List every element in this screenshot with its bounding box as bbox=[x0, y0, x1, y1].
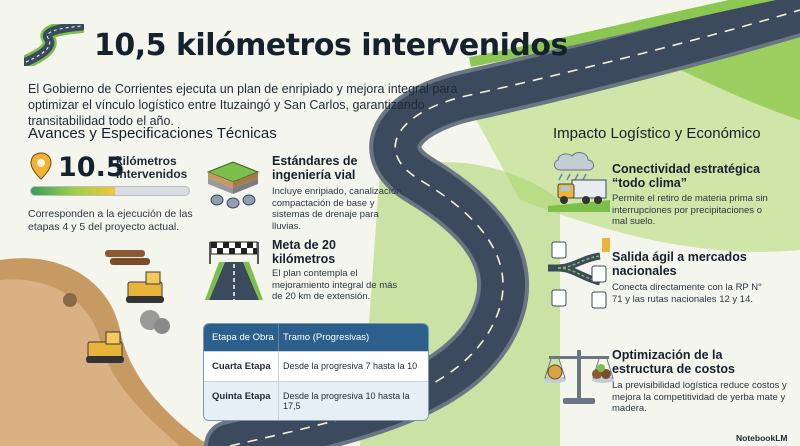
location-pin-icon bbox=[30, 152, 52, 180]
road-logo-icon bbox=[24, 24, 84, 66]
goal-title: Meta de 20 kilómetros bbox=[272, 238, 336, 266]
km-value: 10.5 bbox=[58, 152, 125, 183]
impact-text-markets: Conecta directamente con la RP N° 71 y l… bbox=[612, 282, 762, 305]
section-heading-impacto: Impacto Logístico y Económico bbox=[553, 125, 761, 142]
balance-scale-icon bbox=[544, 350, 614, 404]
table-row: Cuarta Etapa Desde la progresiva 7 hasta… bbox=[204, 351, 428, 381]
section-heading-avances: Avances y Especificaciones Técnicas bbox=[28, 125, 277, 142]
impact-text-connectivity: Permite el retiro de materia prima sin i… bbox=[612, 193, 768, 227]
table-header-section: Tramo (Progresivas) bbox=[278, 324, 428, 351]
road-junction-signs-icon bbox=[548, 238, 610, 309]
truck-rain-icon bbox=[548, 152, 610, 212]
table-cell-stage: Quinta Etapa bbox=[212, 391, 271, 402]
standards-text: Incluye enripiado, canalización, compact… bbox=[272, 186, 405, 232]
table-cell-section: Desde la progresiva 10 hasta la 17,5 bbox=[278, 382, 428, 420]
table-cell-stage: Cuarta Etapa bbox=[212, 361, 271, 372]
table-row: Quinta Etapa Desde la progresiva 10 hast… bbox=[204, 381, 428, 420]
road-layers-icon bbox=[206, 161, 260, 209]
table-header-row: Etapa de Obra Tramo (Progresivas) bbox=[204, 324, 428, 351]
impact-title-costs: Optimización de la estructura de costos bbox=[612, 348, 735, 376]
page-title: 10,5 kilómetros intervenidos bbox=[94, 28, 568, 63]
stages-table: Etapa de Obra Tramo (Progresivas) Cuarta… bbox=[203, 323, 429, 421]
impact-title-markets: Salida ágil a mercados nacionales bbox=[612, 250, 747, 278]
km-note: Corresponden a la ejecución de las etapa… bbox=[28, 208, 193, 233]
goal-text: El plan contempla el mejoramiento integr… bbox=[272, 268, 398, 302]
finish-line-road-icon bbox=[205, 241, 263, 300]
brand-notebooklm: NotebookLM bbox=[736, 433, 788, 443]
intro-text: El Gobierno de Corrientes ejecuta un pla… bbox=[28, 82, 458, 128]
km-label: kilómetros intervenidos bbox=[116, 154, 188, 181]
km-progress-bar bbox=[30, 186, 190, 196]
table-header-stage: Etapa de Obra bbox=[212, 332, 274, 343]
standards-title: Estándares de ingeniería vial bbox=[272, 154, 358, 182]
km-progress-fill bbox=[31, 187, 115, 195]
impact-text-costs: La previsibilidad logística reduce costo… bbox=[612, 380, 787, 414]
impact-title-connectivity: Conectividad estratégica “todo clima” bbox=[612, 162, 760, 190]
table-cell-section: Desde la progresiva 7 hasta la 10 bbox=[278, 352, 428, 381]
